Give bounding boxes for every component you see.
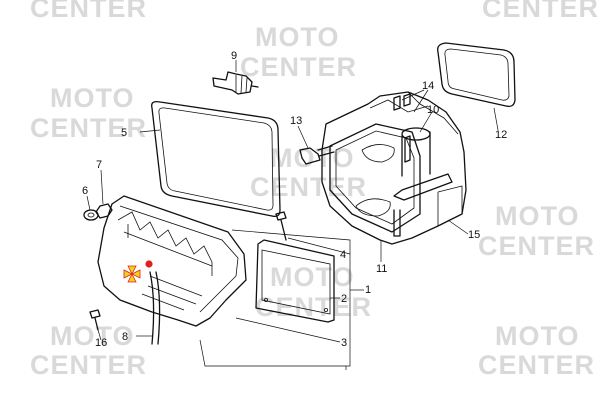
leader-lines (139, 129, 364, 370)
callout-labels: 1 2 3 4 5 6 7 8 9 10 11 12 13 14 15 16 (82, 50, 507, 349)
part-7-nut (95, 169, 113, 219)
watermark-text: CENTER (478, 231, 595, 261)
watermark-text: MOTO (495, 201, 580, 231)
part-13-fitting (297, 125, 335, 165)
watermark-text: MOTO (255, 22, 340, 52)
part-10-stud (404, 111, 433, 163)
callout-9: 9 (231, 50, 237, 62)
part-5-gasket (151, 100, 281, 218)
callout-3: 3 (341, 337, 347, 349)
callout-8: 8 (122, 331, 128, 343)
watermark-text: CENTER (30, 0, 147, 23)
watermark-text: MOTO (50, 83, 135, 113)
watermark-text: MOTO (495, 321, 580, 351)
watermark-text: MOTO (270, 262, 355, 292)
watermark-text: CENTER (478, 350, 595, 380)
watermark-text: CENTER (255, 292, 372, 322)
callout-14: 14 (422, 80, 434, 92)
part-6-washer (83, 195, 99, 221)
part-9-spark-plug (212, 60, 259, 95)
watermark-text: CENTER (240, 52, 357, 82)
callout-15: 15 (468, 229, 480, 241)
part-4-bolt (275, 211, 287, 241)
lead-12 (493, 107, 499, 131)
callout-2: 2 (341, 293, 347, 305)
part-11-head-cover (321, 91, 467, 262)
callout-5: 5 (121, 127, 127, 139)
callout-6: 6 (82, 185, 88, 197)
watermark-text: MOTO (50, 321, 135, 351)
part-12-gasket (437, 42, 516, 108)
callout-11: 11 (376, 263, 387, 275)
part-2-plate (255, 239, 335, 323)
watermark-text: CENTER (250, 172, 367, 202)
callout-1: 1 (365, 284, 371, 296)
location-marker (123, 260, 153, 283)
lead-15 (447, 219, 469, 235)
part-14-bolts (393, 89, 429, 113)
part-1-lower-cover (97, 195, 247, 327)
callout-4: 4 (340, 249, 346, 261)
part-16-bolt (89, 309, 102, 341)
watermark-text: CENTER (482, 0, 599, 23)
callout-10: 10 (427, 104, 439, 116)
callout-7: 7 (96, 159, 102, 171)
part-8-tube (136, 271, 161, 345)
watermark-text: CENTER (30, 113, 147, 143)
callout-13: 13 (290, 115, 302, 127)
watermark: CENTER CENTER MOTO CENTER MOTO CENTER MO… (30, 0, 599, 380)
callout-12: 12 (495, 129, 507, 141)
callout-16: 16 (95, 337, 107, 349)
watermark-text: CENTER (30, 350, 147, 380)
